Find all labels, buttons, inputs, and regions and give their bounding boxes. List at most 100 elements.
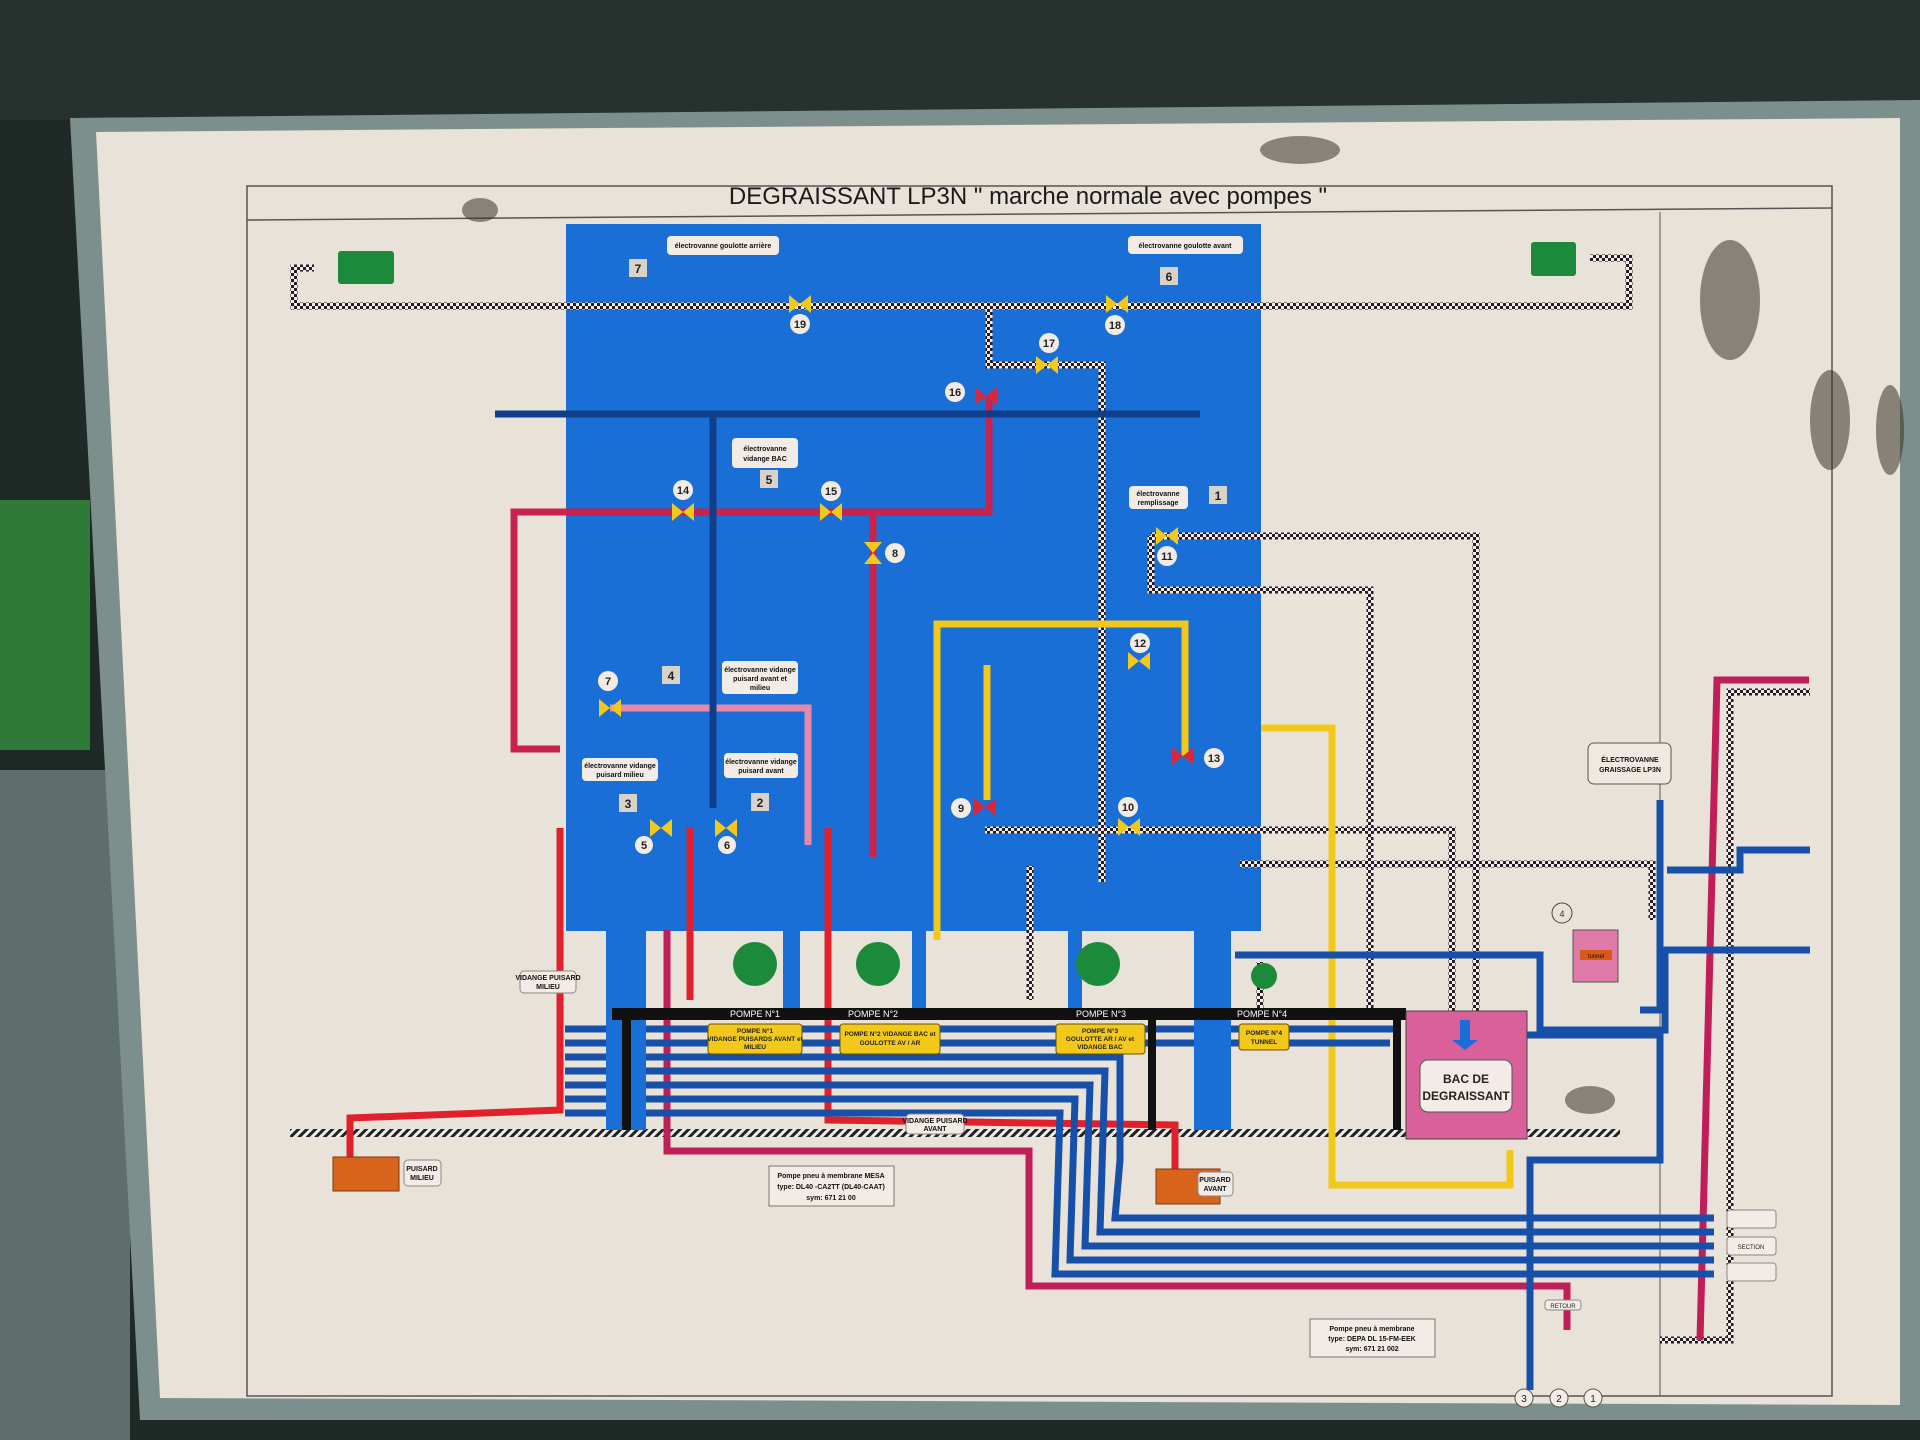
blue-panel [566, 224, 1261, 931]
valve-18-icon: 18 [1105, 295, 1128, 335]
valve-11-icon: 11 [1156, 527, 1178, 566]
pump-2-icon [856, 942, 900, 986]
label-vidange-bac: électrovanne [743, 446, 786, 453]
svg-text:VIDANGE PUISARD: VIDANGE PUISARD [515, 975, 580, 982]
svg-text:5: 5 [641, 840, 647, 852]
label-vidange-puisard-avant-2: puisard avant [738, 768, 784, 775]
valve-5-icon: 5 [635, 819, 672, 854]
svg-text:VIDANGE BAC: VIDANGE BAC [1077, 1044, 1123, 1051]
svg-text:SECTION: SECTION [1738, 1245, 1765, 1251]
svg-text:VIDANGE PUISARDS AVANT et: VIDANGE PUISARDS AVANT et [707, 1036, 803, 1043]
svg-text:RETOUR: RETOUR [1550, 1304, 1576, 1310]
label-goulotte-arriere: électrovanne goulotte arrière [675, 243, 772, 250]
svg-text:POMPE N°3: POMPE N°3 [1082, 1027, 1119, 1035]
svg-text:ÉLECTROVANNE: ÉLECTROVANNE [1601, 755, 1659, 764]
svg-text:14: 14 [677, 485, 690, 497]
svg-text:DEGRAISSANT: DEGRAISSANT [1422, 1089, 1510, 1103]
svg-text:11: 11 [1161, 551, 1173, 563]
pink-pipe [610, 704, 812, 845]
svg-text:TUNNEL: TUNNEL [1251, 1039, 1277, 1046]
svg-text:8: 8 [892, 548, 898, 560]
valve-7-icon: 7 [598, 671, 621, 717]
svg-text:AVANT: AVANT [1203, 1186, 1227, 1193]
svg-text:POMPE N°4: POMPE N°4 [1246, 1029, 1283, 1037]
blue-columns [606, 925, 1231, 1130]
svg-text:VIDANGE PUISARD: VIDANGE PUISARD [902, 1118, 967, 1125]
svg-text:6: 6 [724, 840, 730, 852]
valves: 19 18 17 16 14 15 8 11 12 13 9 10 7 5 6 [598, 295, 1224, 854]
svg-text:2: 2 [1556, 1394, 1562, 1405]
valve-15-icon: 15 [820, 481, 842, 521]
svg-text:sym: 671 21 002: sym: 671 21 002 [1345, 1346, 1398, 1353]
valve-14-icon: 14 [672, 480, 694, 521]
retour-label: RETOUR [1544, 1299, 1582, 1311]
valve-13-icon: 13 [1172, 747, 1224, 768]
svg-text:MILIEU: MILIEU [410, 1175, 434, 1182]
puisard-avant: PUISARD AVANT [1155, 1168, 1234, 1205]
svg-text:19: 19 [794, 319, 806, 331]
svg-text:Pompe pneu à membrane: Pompe pneu à membrane [1329, 1326, 1414, 1333]
label-vidange-puisard-avant-milieu-3: milieu [750, 685, 770, 692]
pump-spec-box-1: Pompe pneu à membrane MESA type: DL40 -C… [768, 1165, 895, 1207]
svg-text:MILIEU: MILIEU [744, 1044, 766, 1051]
pump-2-title: POMPE N°2 [848, 1009, 898, 1019]
svg-text:PUISARD: PUISARD [406, 1166, 438, 1173]
svg-text:4: 4 [1559, 909, 1564, 919]
svg-text:MILIEU: MILIEU [536, 984, 560, 991]
svg-text:POMPE N°2 VIDANGE BAC et: POMPE N°2 VIDANGE BAC et [844, 1030, 936, 1038]
pump-4-icon [1251, 963, 1277, 989]
pump-1-title: POMPE N°1 [730, 1009, 780, 1019]
pump-desc-4: POMPE N°4 TUNNEL [1238, 1023, 1290, 1051]
svg-text:16: 16 [949, 387, 961, 399]
electrovanne-numbers: 7 6 5 1 4 3 2 [619, 259, 1227, 812]
pump-3-icon [1076, 942, 1120, 986]
pump-desc-2: POMPE N°2 VIDANGE BAC et GOULOTTE AV / A… [839, 1023, 941, 1055]
label-vidange-bac-2: vidange BAC [743, 456, 787, 463]
label-vidange-puisard-milieu: électrovanne vidange [584, 763, 656, 770]
vidange-puisard-avant-label: VIDANGE PUISARD AVANT [902, 1113, 968, 1135]
label-remplissage-2: remplissage [1138, 500, 1179, 507]
label-remplissage: électrovanne [1136, 491, 1179, 498]
vidange-puisard-milieu-label: VIDANGE PUISARD MILIEU [515, 970, 581, 994]
svg-text:POMPE N°1: POMPE N°1 [737, 1027, 774, 1035]
svg-text:7: 7 [635, 262, 642, 276]
green-box-left [338, 251, 394, 284]
svg-text:2: 2 [757, 796, 764, 810]
pump-spec-box-2: Pompe pneu à membrane type: DEPA DL 15-F… [1309, 1318, 1436, 1358]
svg-text:tunnel: tunnel [1588, 954, 1604, 960]
svg-text:17: 17 [1043, 338, 1055, 350]
pumps [733, 942, 1277, 989]
panel-labels [582, 236, 1243, 781]
label-goulotte-avant: électrovanne goulotte avant [1139, 243, 1233, 250]
svg-text:Pompe pneu à membrane MESA: Pompe pneu à membrane MESA [777, 1173, 884, 1180]
outlet-numbers: 3 2 1 [1514, 1388, 1603, 1408]
svg-text:13: 13 [1208, 753, 1220, 765]
pump-3-title: POMPE N°3 [1076, 1009, 1126, 1019]
svg-text:6: 6 [1166, 270, 1173, 284]
svg-text:10: 10 [1122, 802, 1134, 814]
valve-19-icon: 19 [789, 295, 811, 334]
label-vidange-puisard-milieu-2: puisard milieu [596, 772, 643, 779]
pump-manifold [612, 1008, 1406, 1020]
svg-text:4: 4 [668, 669, 675, 683]
svg-text:1: 1 [1590, 1394, 1596, 1405]
label-vidange-puisard-avant-milieu-2: puisard avant et [733, 676, 787, 683]
svg-text:GOULOTTE AV / AR: GOULOTTE AV / AR [860, 1040, 921, 1047]
svg-text:type: DEPA DL 15-FM-EEK: type: DEPA DL 15-FM-EEK [1328, 1336, 1415, 1343]
background-green-machine [0, 500, 90, 750]
yellow-pipes [933, 620, 1514, 1189]
arrow-down-icon [1452, 1020, 1478, 1050]
svg-text:18: 18 [1109, 320, 1121, 332]
svg-text:GOULOTTE AR / AV et: GOULOTTE AR / AV et [1066, 1036, 1135, 1043]
label-vidange-puisard-avant-milieu: électrovanne vidange [724, 667, 796, 674]
valve-16-icon: 16 [945, 382, 997, 405]
svg-text:PUISARD: PUISARD [1199, 1177, 1231, 1184]
svg-text:type: DL40 -CA2TT (DL40-CAAT): type: DL40 -CA2TT (DL40-CAAT) [777, 1184, 885, 1191]
dirt-stains [462, 136, 1904, 1114]
section-label: SECTION [1726, 1209, 1777, 1282]
svg-text:3: 3 [625, 797, 632, 811]
graissage-label: ÉLECTROVANNE GRAISSAGE LP3N [1587, 742, 1672, 785]
svg-text:3: 3 [1521, 1394, 1527, 1405]
blue-pipes [495, 410, 1810, 1390]
